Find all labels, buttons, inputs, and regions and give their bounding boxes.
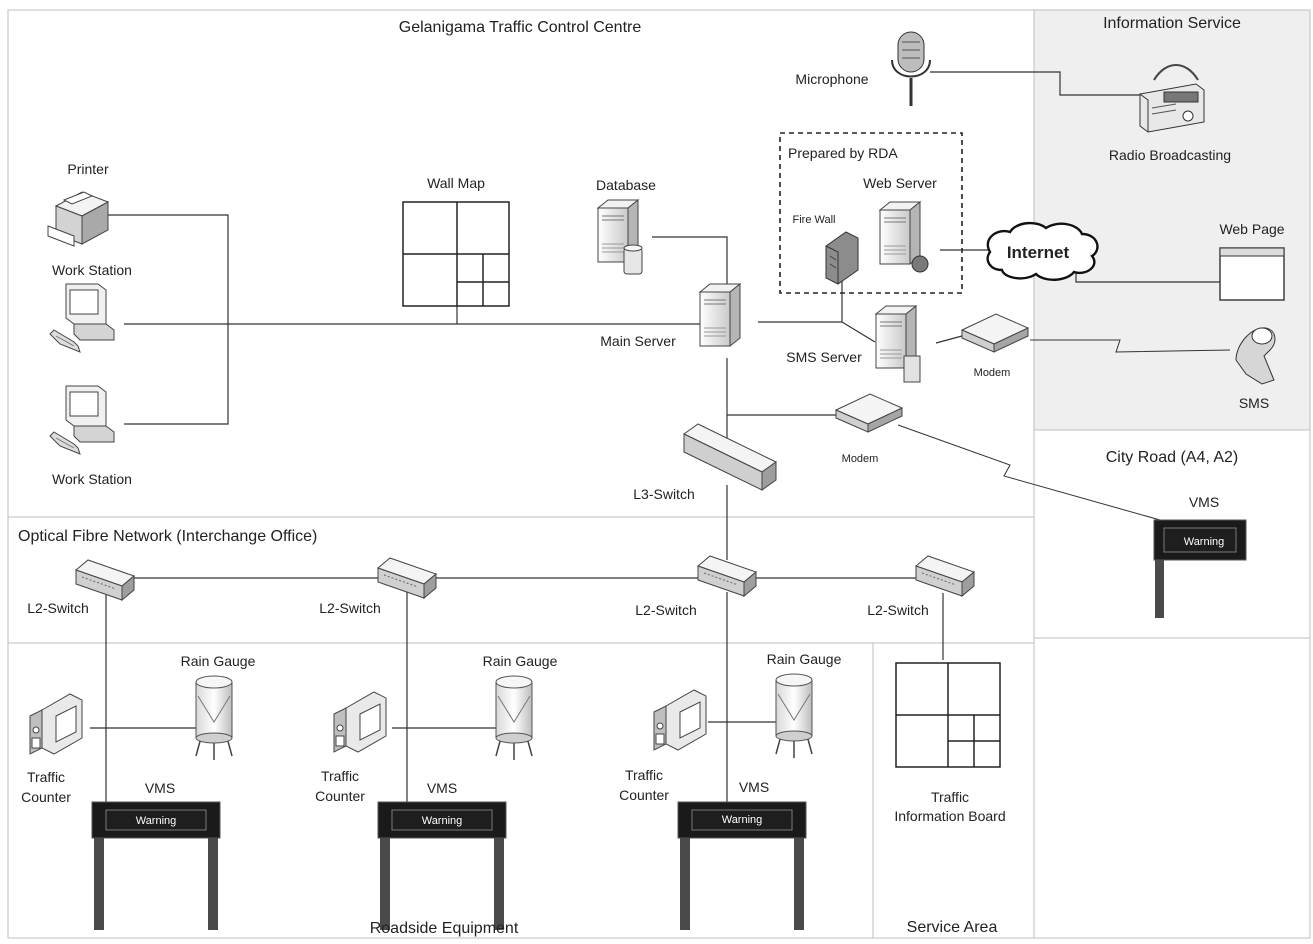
printer-label: Printer (67, 161, 109, 177)
traffic-counter-label: Counter (619, 787, 669, 803)
workstation-label: Work Station (52, 262, 132, 278)
l2-switch-label: L2-Switch (867, 602, 928, 618)
modem-icon (962, 314, 1028, 352)
microphone-icon (892, 32, 930, 106)
l3-switch-icon (684, 424, 776, 490)
traffic-counter-label: Counter (315, 788, 365, 804)
internet-label: Internet (1007, 243, 1070, 262)
main-server-icon (700, 284, 740, 346)
microphone-label: Microphone (795, 71, 868, 87)
sms-server-label: SMS Server (786, 349, 862, 365)
l2-switch-label: L2-Switch (27, 600, 88, 616)
l2-switch-icon (378, 558, 436, 598)
printer-icon (48, 192, 108, 246)
traffic-information-board-icon (896, 663, 1000, 767)
roadside-title: Roadside Equipment (370, 920, 519, 937)
traffic-counter-label: Traffic (625, 767, 663, 783)
tib-label: Traffic (931, 789, 969, 805)
tib-label: Information Board (894, 808, 1005, 824)
l3-switch-label: L3-Switch (633, 486, 694, 502)
rain-gauge-icon (496, 676, 532, 760)
radio-label: Radio Broadcasting (1109, 147, 1231, 163)
rain-gauge-label: Rain Gauge (767, 651, 842, 667)
firewall-icon (826, 232, 858, 284)
main-server-label: Main Server (600, 333, 676, 349)
l2-switch-icon (698, 556, 756, 596)
wall-map-icon (403, 202, 509, 306)
wall-map-label: Wall Map (427, 175, 485, 191)
database-label: Database (596, 177, 656, 193)
service-area-title: Service Area (907, 919, 998, 936)
traffic-counter-label: Traffic (27, 769, 65, 785)
modem-icon (836, 394, 902, 432)
vms-label: VMS (739, 779, 769, 795)
prepared-by-label: Prepared by RDA (788, 145, 898, 161)
modem-label: Modem (974, 367, 1011, 379)
vms-label: VMS (1189, 494, 1219, 510)
traffic-counter-label: Traffic (321, 768, 359, 784)
vms-label: VMS (427, 780, 457, 796)
traffic-counter-label: Counter (21, 789, 71, 805)
vms-sign-icon (1154, 520, 1246, 618)
vms-warning-text: Warning (1184, 536, 1225, 548)
rain-gauge-icon (776, 674, 812, 758)
rain-gauge-icon (196, 676, 232, 760)
vms-warning-text: Warning (136, 815, 177, 827)
l2-switch-label: L2-Switch (635, 602, 696, 618)
traffic-counter-icon (334, 692, 386, 752)
traffic-counter-icon (30, 694, 82, 754)
workstation-label: Work Station (52, 471, 132, 487)
information-service-title: Information Service (1103, 15, 1241, 32)
database-server-icon (598, 200, 642, 274)
traffic-counter-icon (654, 690, 706, 750)
vms-warning-text: Warning (722, 814, 763, 826)
workstation-icon (50, 284, 114, 352)
modem-label: Modem (842, 453, 879, 465)
l2-switch-icon (916, 556, 974, 596)
web-server-label: Web Server (863, 175, 937, 191)
l2-switch-label: L2-Switch (319, 600, 380, 616)
optical-fibre-title: Optical Fibre Network (Interchange Offic… (18, 528, 317, 545)
vms-label: VMS (145, 780, 175, 796)
city-road-title: City Road (A4, A2) (1106, 449, 1239, 466)
web-server-icon (880, 202, 928, 272)
web-page-icon (1220, 248, 1284, 300)
vms-warning-text: Warning (422, 815, 463, 827)
sms-server-icon (876, 306, 920, 382)
l2-switch-icon (76, 560, 134, 600)
rain-gauge-label: Rain Gauge (181, 653, 256, 669)
workstation-icon (50, 386, 114, 454)
firewall-label: Fire Wall (793, 214, 836, 226)
rain-gauge-label: Rain Gauge (483, 653, 558, 669)
control-centre-title: Gelanigama Traffic Control Centre (399, 19, 642, 36)
sms-label: SMS (1239, 395, 1269, 411)
web-page-label: Web Page (1219, 221, 1284, 237)
